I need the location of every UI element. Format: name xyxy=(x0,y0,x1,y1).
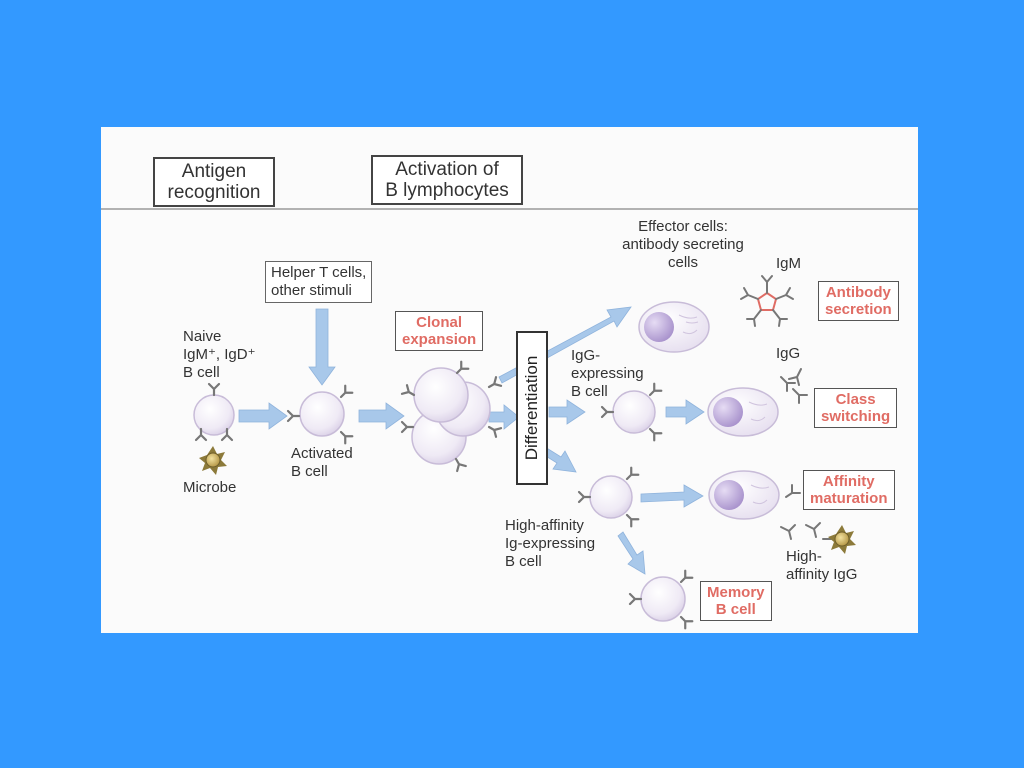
clonal-cluster xyxy=(400,360,503,473)
memory-b-cell-box: Memory B cell xyxy=(700,581,772,621)
igm-pentamer xyxy=(740,275,794,327)
differentiation-label: Differentiation xyxy=(522,355,541,461)
igg-molecules xyxy=(780,368,808,404)
igg-expressing-label: IgG- expressing B cell xyxy=(571,347,644,400)
class-switching-box: Class switching xyxy=(814,388,898,428)
naive-b-cell xyxy=(193,382,235,442)
arrow-activated-to-clonal xyxy=(358,402,405,430)
plasma-cell-top xyxy=(638,301,710,353)
arrow-naive-to-activated xyxy=(238,402,288,430)
naive-label: Naive IgM⁺, IgD⁺ B cell xyxy=(183,328,256,381)
memory-b-cell xyxy=(628,569,694,630)
igm-label: IgM xyxy=(776,255,802,272)
plasma-cell-bottom xyxy=(708,470,780,520)
clonal-expansion-box: Clonal expansion xyxy=(395,311,484,351)
activated-b-cell xyxy=(286,384,354,445)
arrow-clonal-to-diff xyxy=(488,404,520,430)
plasma-cell-middle xyxy=(707,387,779,437)
antibody-secretion-box: Antibody secretion xyxy=(818,281,899,321)
microbe xyxy=(199,446,227,475)
bound-microbe xyxy=(828,525,856,554)
high-affinity-igg-molecules xyxy=(780,484,832,540)
arrow-to-igg-cell xyxy=(548,399,586,425)
diagram-graphics xyxy=(101,208,918,630)
microbe-label: Microbe xyxy=(183,479,237,496)
arrow-ha-to-memory xyxy=(617,531,646,575)
effector-label: Effector cells: antibody secreting cells xyxy=(622,218,744,271)
high-affinity-igg-label: High- affinity IgG xyxy=(786,548,858,583)
activated-label: Activated B cell xyxy=(291,445,353,480)
arrow-helper-t-down xyxy=(308,308,336,386)
b-cell-activation-diagram: Antigen recognition Activation of B lymp… xyxy=(101,127,918,633)
high-affinity-b-cell xyxy=(577,466,640,528)
arrow-igg-to-plasma xyxy=(665,399,705,425)
differentiation-box: Differentiation xyxy=(516,331,548,485)
header-antigen-recognition: Antigen recognition xyxy=(153,157,275,207)
helper-t-label: Helper T cells, other stimuli xyxy=(265,261,373,303)
arrow-ha-to-plasma xyxy=(640,484,704,508)
high-affinity-ig-label: High-affinity Ig-expressing B cell xyxy=(505,517,596,570)
affinity-maturation-box: Affinity maturation xyxy=(803,470,895,510)
igg-label: IgG xyxy=(776,345,801,362)
igg-expressing-b-cell xyxy=(600,382,663,442)
header-activation: Activation of B lymphocytes xyxy=(371,155,523,205)
